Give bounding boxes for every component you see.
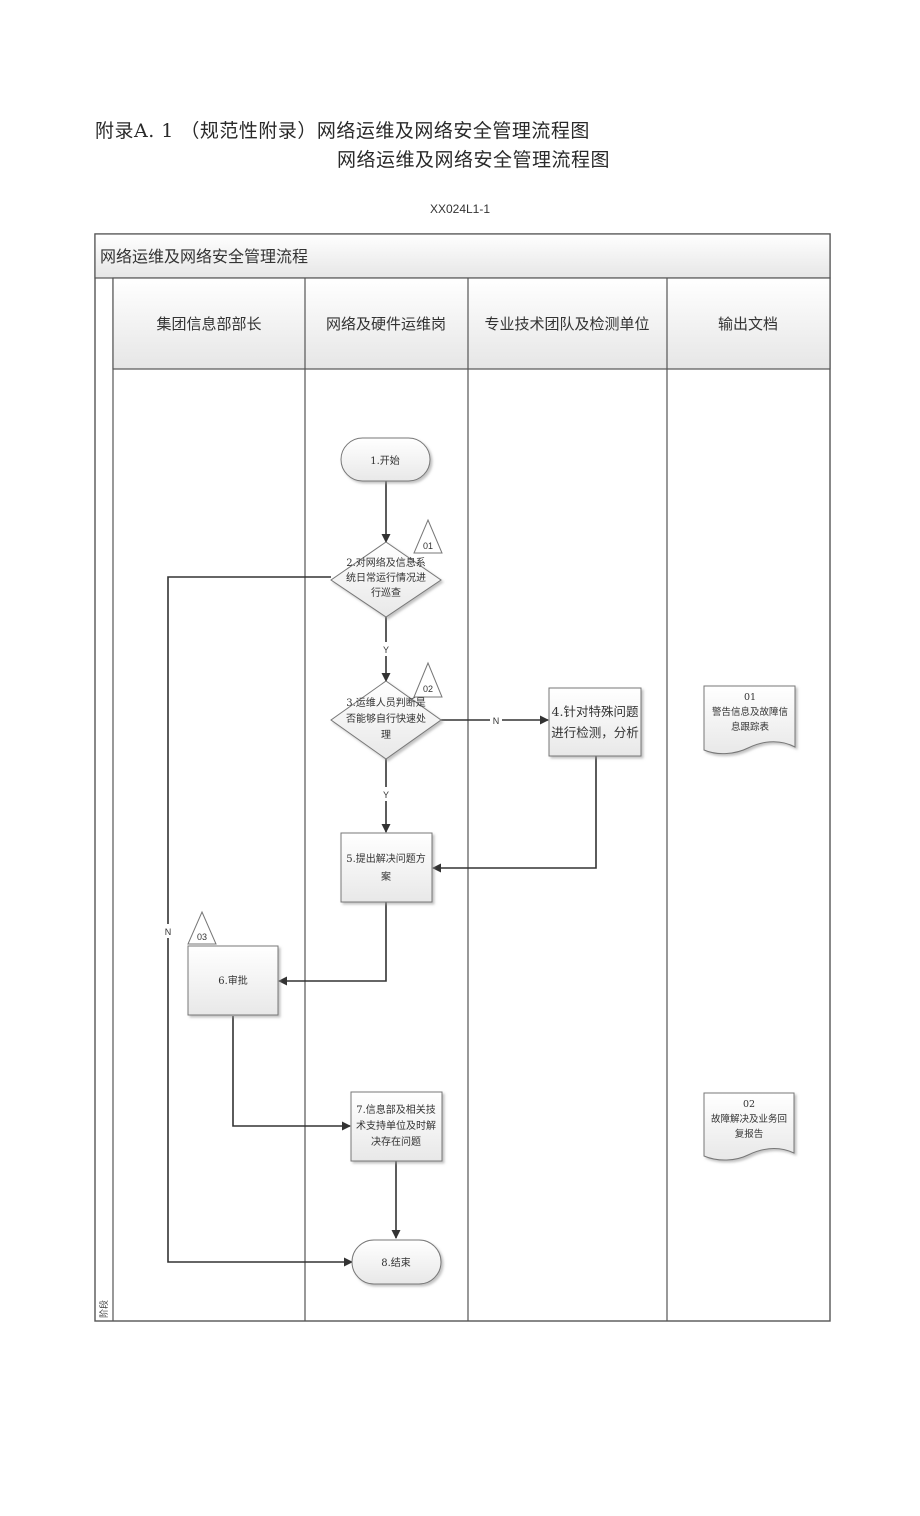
label-bg-y2 bbox=[380, 787, 392, 801]
node-approve: 6.审批 bbox=[187, 945, 279, 1016]
node-resolve-line-3: 决存在问题 bbox=[371, 1135, 421, 1148]
node-start: 1.开始 bbox=[340, 437, 431, 482]
edge-label-yes-1: Y bbox=[383, 645, 389, 655]
document-02: 02 故障解决及业务回 复报告 bbox=[703, 1092, 795, 1161]
document-01-line-1: 警告信息及故障信 bbox=[712, 706, 788, 718]
flowchart-title: 网络运维及网络安全管理流程 bbox=[100, 247, 308, 266]
node-end: 8.结束 bbox=[351, 1239, 442, 1285]
node-resolve-line-1: 7.信息部及相关技 bbox=[356, 1103, 436, 1116]
document-02-line-1: 故障解决及业务回 bbox=[711, 1113, 787, 1125]
risk-marker-01-label: 01 bbox=[423, 541, 433, 551]
label-bg-n-left bbox=[162, 924, 174, 938]
node-resolve-line-2: 术支持单位及时解 bbox=[356, 1119, 436, 1132]
node-judge-line-1: 3.运维人员判断是 bbox=[346, 696, 426, 709]
edge-patrol-no-to-end bbox=[167, 576, 353, 1267]
node-propose-solution: 5.提出解决问题方 案 bbox=[340, 832, 433, 903]
risk-marker-03-label: 03 bbox=[197, 932, 207, 942]
document-01-number: 01 bbox=[744, 692, 756, 703]
lane-header-output-docs: 输出文档 bbox=[718, 315, 778, 333]
node-judge-line-3: 理 bbox=[381, 729, 391, 741]
node-propose-line-1: 5.提出解决问题方 bbox=[346, 852, 426, 865]
edge-label-yes-2: Y bbox=[383, 790, 389, 800]
lane-headers: 集团信息部部长 网络及硬件运维岗 专业技术团队及检测单位 输出文档 bbox=[112, 277, 831, 1321]
document-01-line-2: 息跟踪表 bbox=[731, 721, 770, 733]
node-resolve-issues: 7.信息部及相关技 术支持单位及时解 决存在问题 bbox=[350, 1091, 443, 1162]
lane-header-director: 集团信息部部长 bbox=[156, 315, 261, 333]
document-code: XX024L1-1 bbox=[429, 202, 491, 216]
stage-label: 阶段 bbox=[98, 1300, 110, 1318]
risk-marker-02: 02 bbox=[413, 661, 443, 698]
document-02-number: 02 bbox=[743, 1099, 755, 1110]
edge-label-no-left: N bbox=[165, 927, 172, 937]
edge-label-no-right: N bbox=[493, 716, 500, 726]
node-patrol-line-2: 统日常运行情况进 bbox=[346, 571, 426, 584]
lane-header-tech-team: 专业技术团队及检测单位 bbox=[484, 315, 649, 333]
node-judge-decision: 3.运维人员判断是 否能够自行快速处 理 bbox=[330, 680, 442, 760]
flowchart-heading: 网络运维及网络安全管理流程图 bbox=[337, 149, 611, 171]
node-patrol-decision: 2.对网络及信息系 统日常运行情况进 行巡查 bbox=[330, 541, 442, 618]
risk-marker-01: 01 bbox=[413, 518, 443, 554]
node-detect-line-2: 进行检测，分析 bbox=[551, 725, 639, 740]
node-propose-line-2: 案 bbox=[381, 870, 391, 883]
edge-propose-to-approve bbox=[278, 902, 387, 986]
node-patrol-line-3: 行巡查 bbox=[371, 586, 401, 599]
label-bg-y1 bbox=[380, 642, 392, 656]
node-judge-line-2: 否能够自行快速处 bbox=[346, 712, 426, 725]
node-start-label: 1.开始 bbox=[370, 454, 400, 467]
node-patrol-line-1: 2.对网络及信息系 bbox=[346, 556, 426, 569]
label-bg-n-right bbox=[490, 714, 502, 727]
node-end-label: 8.结束 bbox=[381, 1256, 411, 1269]
risk-marker-02-label: 02 bbox=[423, 684, 433, 694]
edge-approve-to-resolve bbox=[232, 1016, 351, 1131]
stage-column: 阶段 bbox=[98, 278, 114, 1321]
node-detect-line-1: 4.针对特殊问题 bbox=[552, 704, 639, 719]
edge-detect-to-propose bbox=[432, 756, 597, 873]
lane-header-ops: 网络及硬件运维岗 bbox=[326, 315, 446, 333]
node-approve-label: 6.审批 bbox=[218, 974, 248, 987]
node-detect-analysis: 4.针对特殊问题 进行检测，分析 bbox=[548, 687, 642, 757]
document-01: 01 警告信息及故障信 息跟踪表 bbox=[703, 685, 796, 755]
appendix-heading: 附录A. 1 （规范性附录）网络运维及网络安全管理流程图 bbox=[95, 120, 590, 142]
document-02-line-2: 复报告 bbox=[735, 1128, 764, 1140]
risk-marker-03: 03 bbox=[187, 910, 217, 945]
